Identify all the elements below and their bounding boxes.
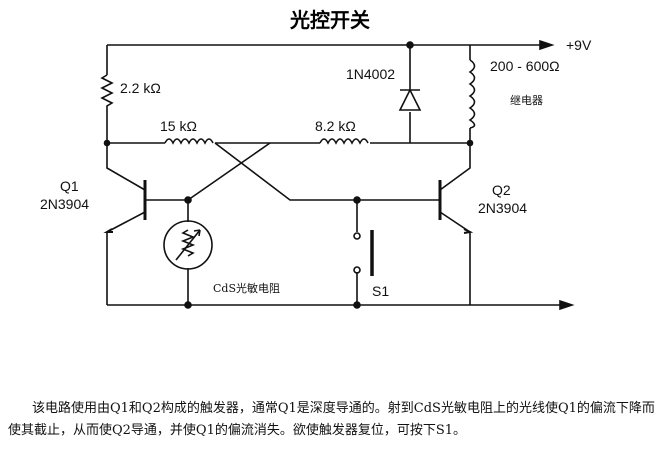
r1-label: 2.2 kΩ	[120, 80, 161, 96]
relay-name-label: 继电器	[510, 94, 543, 107]
r2-label: 15 kΩ	[160, 118, 197, 134]
q1-name: Q1	[60, 178, 79, 194]
supply-label: +9V	[566, 37, 592, 53]
relay-coil-icon	[468, 59, 476, 129]
description: 该电路使用由Q1和Q2构成的触发器，通常Q1是深度导通的。射到CdS光敏电阻上的…	[8, 401, 655, 438]
relay-value-label: 200 - 600Ω	[490, 58, 560, 74]
ground-arrow-icon	[559, 299, 575, 311]
diode-icon	[398, 88, 422, 111]
resistor-r3	[319, 138, 369, 145]
switch-s1-icon[interactable]	[353, 230, 374, 276]
supply-arrow-icon	[539, 39, 555, 51]
resistor-r1	[100, 74, 114, 110]
resistor-r2	[164, 138, 214, 145]
junction-dots	[103, 41, 474, 309]
diode-label: 1N4002	[346, 66, 396, 82]
r3-label: 8.2 kΩ	[315, 118, 356, 134]
q2-name: Q2	[492, 182, 511, 198]
transistor-q1-icon	[103, 180, 147, 233]
switch-label: S1	[372, 283, 390, 299]
q1-part: 2N3904	[40, 196, 90, 212]
ldr-icon	[163, 220, 213, 270]
q2-part: 2N3904	[478, 200, 528, 216]
transistor-q2-icon	[438, 180, 474, 234]
diagram-title: 光控开关	[290, 8, 370, 32]
ldr-label: CdS光敏电阻	[213, 282, 280, 295]
